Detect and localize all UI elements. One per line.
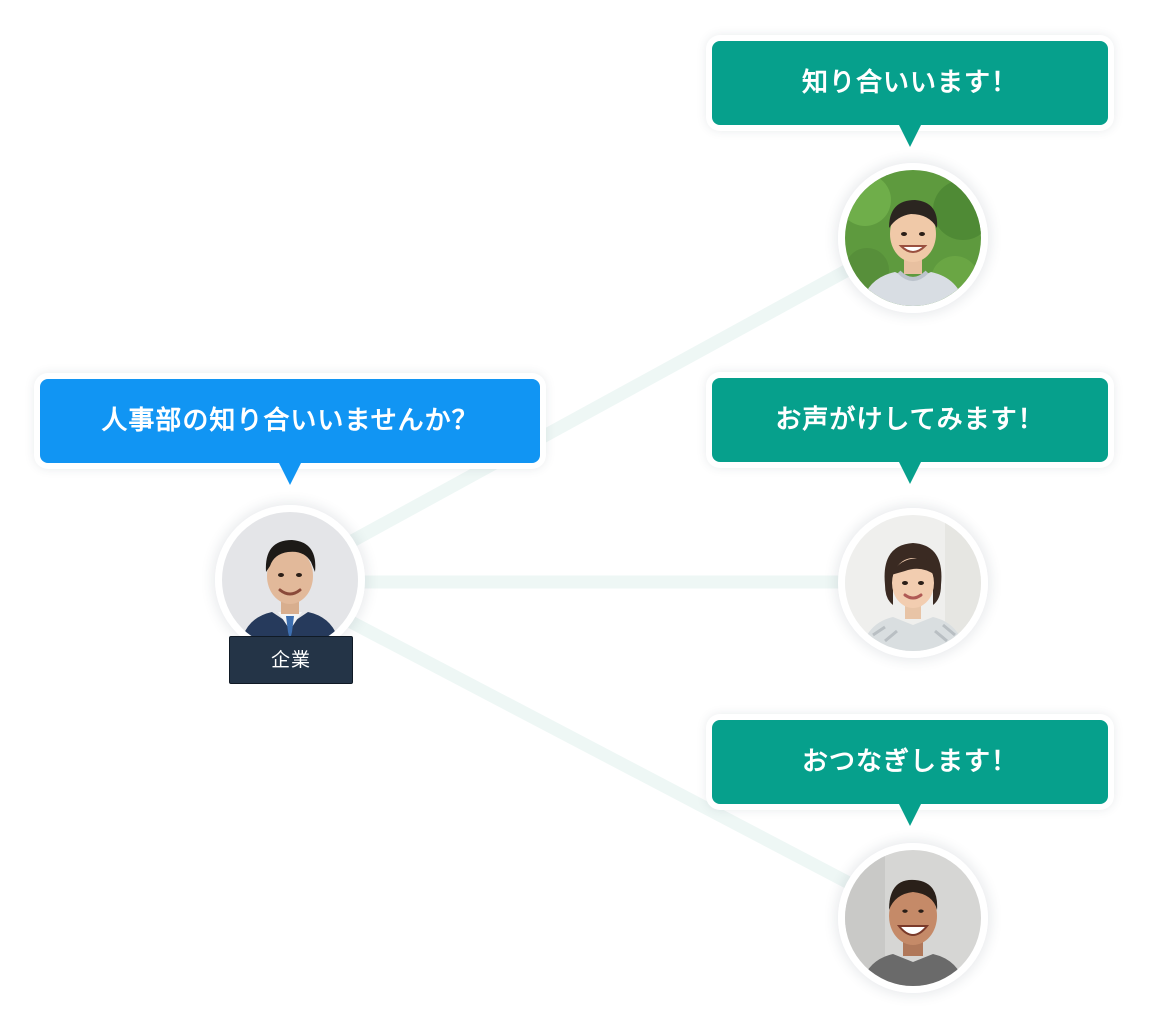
woman-photo — [845, 515, 981, 651]
responder-1-avatar — [838, 163, 988, 313]
requester-message: 人事部の知り合いいませんか？ — [101, 406, 479, 436]
company-tag-label: 企業 — [270, 649, 311, 671]
responder-2-message: お声がけしてみます！ — [775, 405, 1045, 435]
company-tag: 企業 — [229, 636, 353, 684]
responder-1-message: 知り合いいます！ — [801, 68, 1018, 98]
responder-3-speech-bubble: おつなぎします！ — [712, 720, 1108, 826]
responder-2-avatar — [838, 508, 988, 658]
responder-1-speech-bubble: 知り合いいます！ — [712, 41, 1108, 147]
connector-line — [283, 229, 917, 582]
businessman-photo — [222, 512, 358, 648]
young-man-photo — [845, 170, 981, 306]
requester-avatar — [215, 505, 365, 655]
smiling-man-photo — [845, 850, 981, 986]
requester-speech-bubble: 人事部の知り合いいませんか？ — [40, 379, 540, 485]
responder-3-message: おつなぎします！ — [801, 747, 1018, 777]
connector-line — [283, 583, 917, 922]
responder-3-avatar — [838, 843, 988, 993]
responder-2-speech-bubble: お声がけしてみます！ — [712, 378, 1108, 484]
